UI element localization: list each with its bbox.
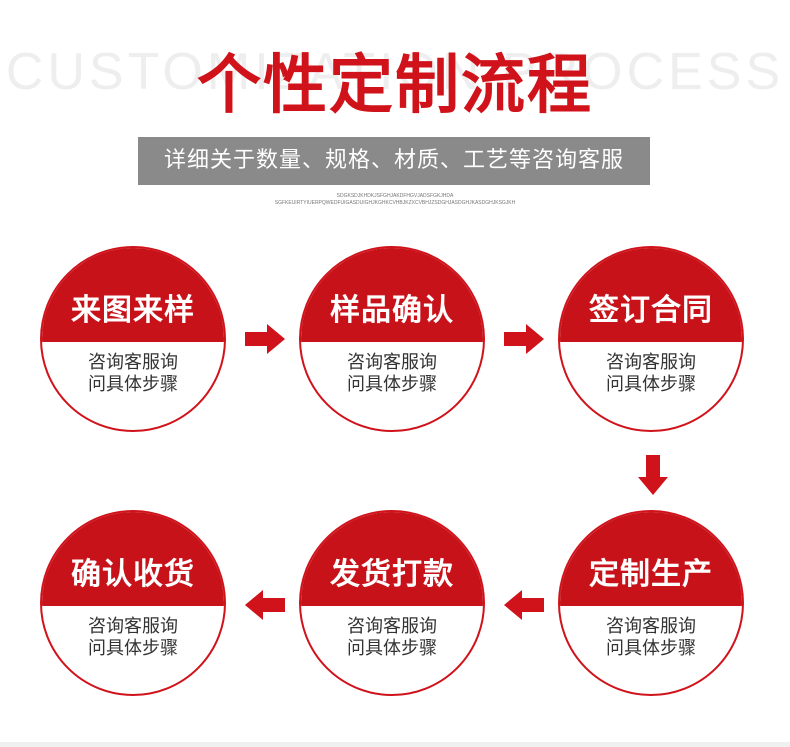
step-description-line-2: 问具体步骤 xyxy=(88,374,178,395)
arrow-down-icon xyxy=(638,455,668,495)
step-description-line-1: 咨询客服询 xyxy=(606,352,696,373)
step-6-circle: 确认收货 咨询客服询 问具体步骤 xyxy=(40,510,226,696)
step-title: 样品确认 xyxy=(301,248,483,342)
step-description-line-1: 咨询客服询 xyxy=(347,616,437,637)
background-watermark-text: CUSTOMIZATION PROCESS xyxy=(5,43,785,101)
step-2-circle: 样品确认 咨询客服询 问具体步骤 xyxy=(299,246,485,432)
tiny-caption-line-1: SDGKSDJKHDKJSFGHJAKDFHGVJADSFGKJHDA xyxy=(336,193,454,199)
step-1-circle: 来图来样 咨询客服询 问具体步骤 xyxy=(40,246,226,432)
step-title: 确认收货 xyxy=(42,512,224,606)
arrow-left-icon xyxy=(504,590,544,620)
page-title: 个性定制流程 xyxy=(197,49,593,123)
step-description: 咨询客服询 问具体步骤 xyxy=(42,616,224,660)
arrow-left-icon xyxy=(245,590,285,620)
step-title: 定制生产 xyxy=(560,512,742,606)
subtitle-banner: 详细关于数量、规格、材质、工艺等咨询客服 xyxy=(138,137,650,185)
arrow-right-icon xyxy=(245,324,285,354)
step-description-line-2: 问具体步骤 xyxy=(606,638,696,659)
step-description: 咨询客服询 问具体步骤 xyxy=(301,616,483,660)
step-description-line-2: 问具体步骤 xyxy=(347,374,437,395)
step-description: 咨询客服询 问具体步骤 xyxy=(42,352,224,396)
step-description: 咨询客服询 问具体步骤 xyxy=(560,352,742,396)
step-description-line-1: 咨询客服询 xyxy=(88,352,178,373)
step-description-line-2: 问具体步骤 xyxy=(88,638,178,659)
step-title: 来图来样 xyxy=(42,248,224,342)
bottom-divider xyxy=(0,742,790,747)
step-description-line-2: 问具体步骤 xyxy=(606,374,696,395)
step-description: 咨询客服询 问具体步骤 xyxy=(301,352,483,396)
step-4-circle: 定制生产 咨询客服询 问具体步骤 xyxy=(558,510,744,696)
step-description-line-1: 咨询客服询 xyxy=(606,616,696,637)
tiny-caption-line-2: SGFKEUIRTYIUERPQWEDFUIGASDUIGHJKGHKCVHBJ… xyxy=(274,200,516,206)
step-title: 签订合同 xyxy=(560,248,742,342)
step-description: 咨询客服询 问具体步骤 xyxy=(560,616,742,660)
step-description-line-2: 问具体步骤 xyxy=(347,638,437,659)
step-3-circle: 签订合同 咨询客服询 问具体步骤 xyxy=(558,246,744,432)
arrow-right-icon xyxy=(504,324,544,354)
step-title: 发货打款 xyxy=(301,512,483,606)
step-5-circle: 发货打款 咨询客服询 问具体步骤 xyxy=(299,510,485,696)
step-description-line-1: 咨询客服询 xyxy=(347,352,437,373)
step-description-line-1: 咨询客服询 xyxy=(88,616,178,637)
